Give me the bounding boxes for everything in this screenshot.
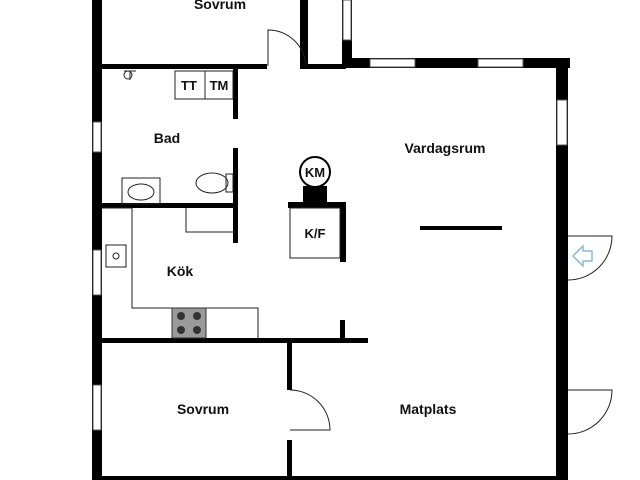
shower-icon: [123, 70, 133, 80]
labels: Sovrum Bad Vardagsrum Kök Sovrum Matplat…: [154, 0, 486, 417]
room-label-matplats: Matplats: [400, 401, 457, 417]
window-left-2: [92, 249, 102, 296]
window-top-2: [477, 58, 524, 68]
windows: [92, 0, 568, 431]
room-label-sovrum-bottom: Sovrum: [177, 401, 229, 417]
entry-arrow-icon: [571, 244, 593, 268]
wall-bath-bottom: [92, 203, 238, 208]
fixture-label-km: KM: [305, 165, 325, 180]
toilet-tank: [225, 173, 234, 193]
wall-kitchen-bottom: [92, 338, 368, 343]
bath-sink: [121, 177, 161, 205]
window-left-3: [92, 384, 102, 431]
wall-kf-top: [288, 202, 346, 208]
wall-km-base: [303, 186, 327, 204]
fixture-label-tt: TT: [181, 78, 197, 93]
door-bedroom-top: [267, 29, 307, 67]
kitchen-sink-drain: [112, 252, 120, 260]
kitchen-sink-icon: [105, 244, 127, 268]
fixtures: [102, 70, 341, 339]
kf-box: [289, 207, 341, 259]
wall-bedroom-top-right: [300, 0, 308, 69]
room-label-vardagsrum: Vardagsrum: [405, 140, 486, 156]
stove-burner-2: [193, 312, 201, 320]
wall-bedroom-top-bottom-right: [306, 64, 346, 69]
room-label-sovrum-top: Sovrum: [194, 0, 246, 12]
wall-stub-kf: [340, 320, 345, 340]
room-label-bad: Bad: [154, 130, 180, 146]
window-left-1: [92, 121, 102, 153]
wall-top-living: [342, 58, 570, 68]
fixture-label-tm: TM: [210, 78, 229, 93]
window-top-notch: [342, 0, 352, 41]
doors: [267, 29, 613, 435]
wall-bedroom-bottom-right: [287, 338, 292, 390]
window-top-1: [369, 58, 416, 68]
wall-bedroom-bottom-right-lower: [287, 440, 292, 480]
stove-icon: [171, 307, 207, 339]
tm-box: [204, 70, 234, 100]
wall-bottom: [92, 476, 568, 480]
window-right-1: [556, 99, 568, 146]
bath-sink-bowl: [127, 183, 155, 201]
room-label-kok: Kök: [167, 263, 194, 279]
km-circle: [299, 156, 331, 188]
wall-left-outer: [92, 0, 102, 480]
stove-burner-3: [177, 326, 185, 334]
stove-burner-4: [193, 326, 201, 334]
stove-burner-1: [177, 312, 185, 320]
kitchen-counter-top: [185, 208, 233, 233]
walls: [92, 0, 570, 480]
fixture-label-kf: K/F: [305, 226, 326, 241]
door-bedroom-bottom: [289, 389, 331, 431]
door-entry: [567, 235, 613, 281]
door-matplats: [567, 389, 613, 435]
kitchen-counter: [102, 207, 259, 338]
wall-bath-right-lower: [233, 148, 238, 243]
toilet-icon: [195, 172, 229, 194]
wall-bedroom-top-bottom: [92, 64, 267, 69]
wall-right-outer: [556, 58, 568, 480]
wall-living-divider: [420, 226, 502, 230]
wall-bath-right-upper: [233, 64, 238, 119]
wall-kf-right: [340, 202, 346, 262]
shower-arm: [124, 70, 136, 80]
